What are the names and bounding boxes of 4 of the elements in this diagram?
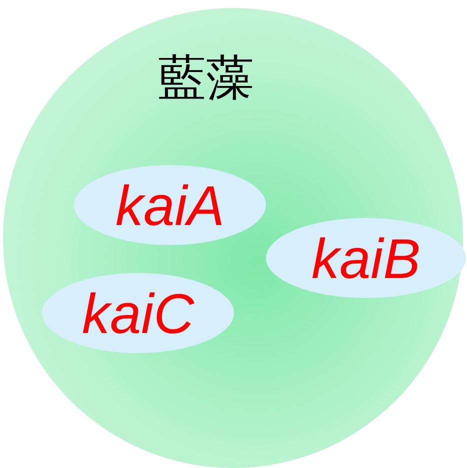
gene-ellipse: kaiC bbox=[42, 273, 234, 353]
gene-ellipse: kaiA bbox=[74, 165, 266, 245]
cell-title: 藍藻 bbox=[158, 49, 254, 108]
gene-ellipse: kaiB bbox=[266, 218, 466, 298]
